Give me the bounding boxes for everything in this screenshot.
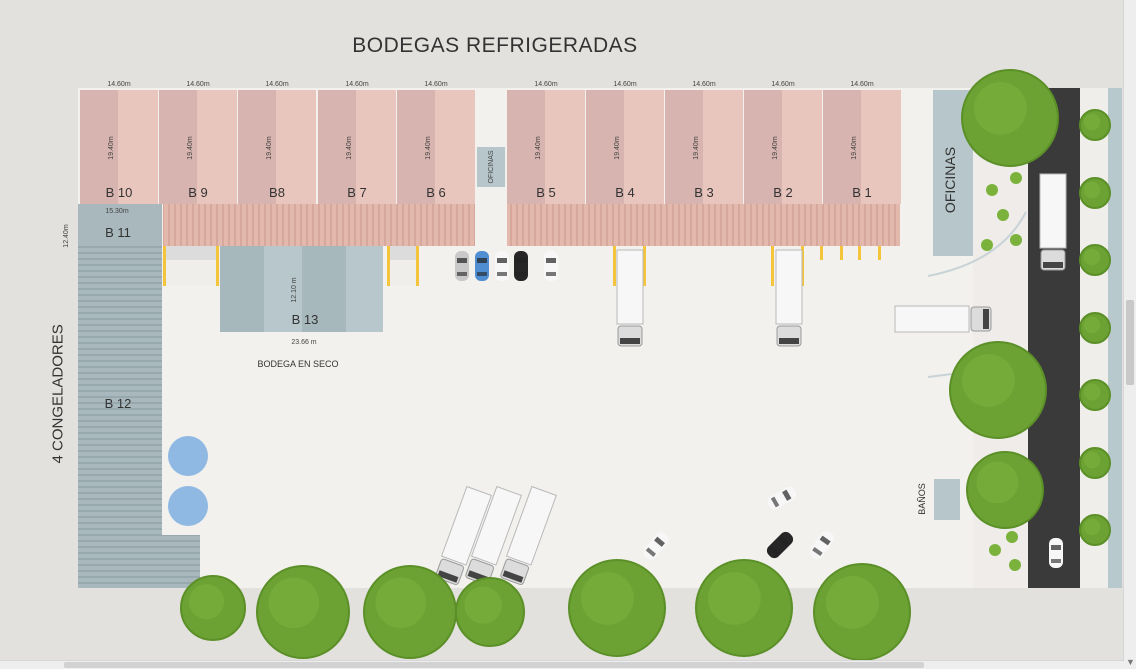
bay-depth-3: 19.40m xyxy=(266,136,273,160)
b13-width: 23.66 m xyxy=(291,339,316,346)
b11-depth: 12.40m xyxy=(63,224,70,248)
restrooms-label: BAÑOS xyxy=(917,483,927,515)
bay-width-1: 14.60m xyxy=(107,81,131,88)
bay-depth-7: 19.40m xyxy=(614,136,621,160)
bay-label-3: B8 xyxy=(269,185,285,200)
bay-width-3: 14.60m xyxy=(265,81,289,88)
bay-5: 14.60m 19.40m B 6 xyxy=(397,81,475,204)
tree-highlight-13 xyxy=(1083,248,1101,266)
vertical-scrollbar[interactable]: ▼ xyxy=(1123,0,1136,669)
bay-depth-5: 19.40m xyxy=(425,136,432,160)
horizontal-scroll-thumb[interactable] xyxy=(64,662,924,668)
bay-depth-9: 19.40m xyxy=(772,136,779,160)
bodega-seco-label: BODEGA EN SECO xyxy=(257,359,338,369)
bay-label-5: B 6 xyxy=(426,185,446,200)
bay-label-2: B 9 xyxy=(188,185,208,200)
tree-highlight-12 xyxy=(1083,181,1101,199)
tree-highlight-1 xyxy=(189,584,225,620)
bay-7: 14.60m 19.40m B 4 xyxy=(586,81,664,204)
tree-highlight-11 xyxy=(1083,113,1101,131)
bay-width-4: 14.60m xyxy=(345,81,369,88)
tree-highlight-6 xyxy=(708,572,761,625)
b11-width: 15.30m xyxy=(105,208,129,215)
tree-highlight-16 xyxy=(1083,451,1101,469)
tree-highlight-7 xyxy=(826,576,879,629)
scroll-down-icon[interactable]: ▼ xyxy=(1126,657,1135,667)
bay-width-2: 14.60m xyxy=(186,81,210,88)
dock-canopy-left xyxy=(163,204,475,246)
tree-highlight-9 xyxy=(962,354,1015,407)
bay-6: 14.60m 19.40m B 5 xyxy=(507,81,585,204)
bay-label-9: B 2 xyxy=(773,185,793,200)
b11-label: B 11 xyxy=(105,225,131,240)
bay-9: 14.60m 19.40m B 2 xyxy=(744,81,822,204)
shrubs xyxy=(981,172,1022,571)
tree-highlight-17 xyxy=(1083,518,1101,536)
vertical-scroll-thumb[interactable] xyxy=(1126,300,1134,385)
tree-highlight-2 xyxy=(268,577,320,629)
bay-label-1: B 10 xyxy=(106,185,133,200)
tank-2 xyxy=(168,486,208,526)
trees xyxy=(180,69,1111,661)
dock-doors xyxy=(163,246,881,286)
b12-freezers xyxy=(78,246,162,588)
congeladores-label: 4 CONGELADORES xyxy=(49,324,67,464)
bay-2: 14.60m 19.40m B 9 xyxy=(159,81,237,204)
tree-highlight-10 xyxy=(976,461,1019,504)
b12-extension xyxy=(162,535,200,588)
bay-depth-4: 19.40m xyxy=(346,136,353,160)
tree-highlight-3 xyxy=(375,577,427,629)
bay-8: 14.60m 19.40m B 3 xyxy=(665,81,743,204)
bay-depth-8: 19.40m xyxy=(693,136,700,160)
bay-10: 14.60m 19.40m B 1 xyxy=(823,81,901,204)
offices-small-label: OFICINAS xyxy=(488,150,495,183)
cold-storage-bays: 14.60m 19.40m B 10 14.60m 19.40m B 9 14.60m 19.… xyxy=(80,81,901,204)
tree-highlight-4 xyxy=(464,586,502,624)
bay-width-7: 14.60m xyxy=(613,81,637,88)
bay-label-4: B 7 xyxy=(347,185,367,200)
bay-depth-6: 19.40m xyxy=(535,136,542,160)
tree-highlight-8 xyxy=(974,82,1027,135)
bay-1: 14.60m 19.40m B 10 xyxy=(80,81,158,204)
bay-label-6: B 5 xyxy=(536,185,556,200)
b11-block xyxy=(78,204,162,246)
entrance-curve xyxy=(927,211,1027,277)
horizontal-scrollbar[interactable] xyxy=(0,660,1124,669)
page-title: BODEGAS REFRIGERADAS xyxy=(352,34,638,57)
tank-1 xyxy=(168,436,208,476)
bay-4: 14.60m 19.40m B 7 xyxy=(318,81,396,204)
b13-label: B 13 xyxy=(292,312,319,327)
bay-depth-10: 19.40m xyxy=(851,136,858,160)
bay-depth-2: 19.40m xyxy=(187,136,194,160)
offices-small xyxy=(477,147,505,187)
bay-label-8: B 3 xyxy=(694,185,714,200)
bay-width-8: 14.60m xyxy=(692,81,716,88)
b13-dry-storage xyxy=(220,246,383,332)
bay-label-7: B 4 xyxy=(615,185,635,200)
tree-highlight-15 xyxy=(1083,383,1101,401)
b13-depth: 12.10 m xyxy=(291,277,298,302)
bay-width-6: 14.60m xyxy=(534,81,558,88)
dock-canopy-right xyxy=(507,204,900,246)
bay-depth-1: 19.40m xyxy=(108,136,115,160)
bay-label-10: B 1 xyxy=(852,185,872,200)
bay-width-9: 14.60m xyxy=(771,81,795,88)
tree-highlight-5 xyxy=(581,572,634,625)
median-strip xyxy=(1108,88,1122,588)
tree-highlight-14 xyxy=(1083,316,1101,334)
offices-large-label: OFICINAS xyxy=(942,147,958,213)
restrooms xyxy=(934,479,960,520)
bay-width-10: 14.60m xyxy=(850,81,874,88)
b12-label: B 12 xyxy=(105,396,132,411)
bay-width-5: 14.60m xyxy=(424,81,448,88)
